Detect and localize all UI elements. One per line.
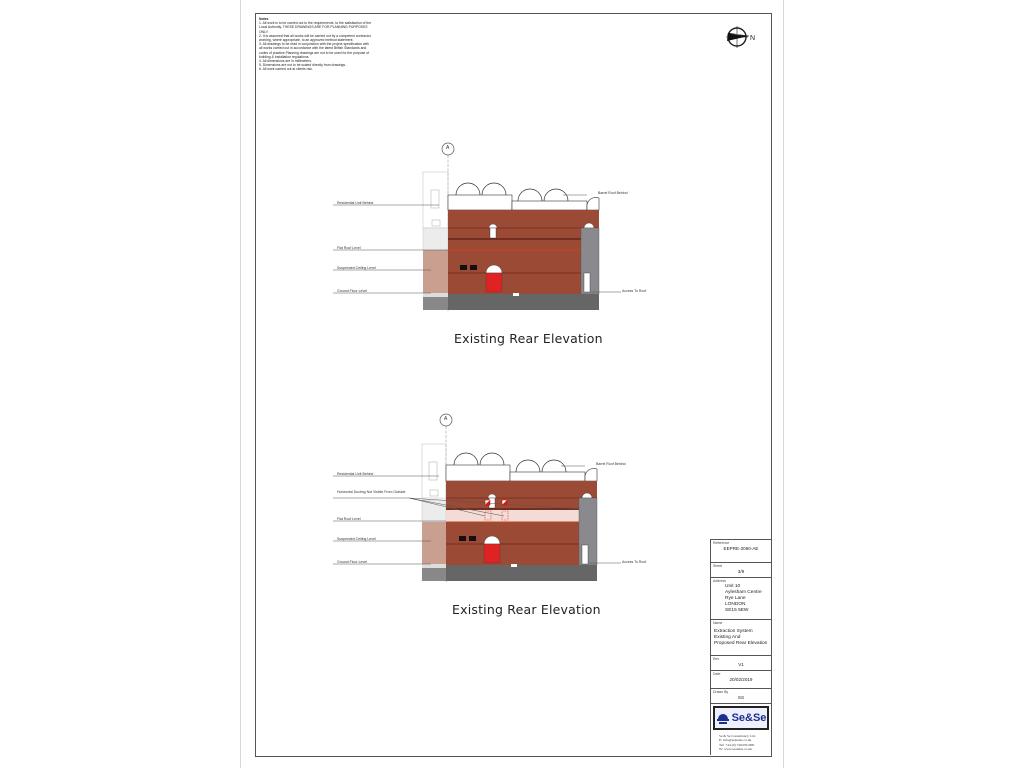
address-caption: Address xyxy=(713,579,726,583)
label-residential-unit: Residential Unit Behind xyxy=(337,201,374,205)
note-line: all works carried out in accordance with… xyxy=(259,46,367,51)
grid-marker-label: A xyxy=(444,416,448,422)
north-arrow-compass-icon: N xyxy=(723,22,763,52)
label-horizontal-ducting: Horizontal Ducting Not Visible From Outs… xyxy=(337,490,406,494)
label-suspended-ceiling: Suspended Ceiling Level xyxy=(337,266,376,270)
reference-caption: Reference xyxy=(713,541,730,545)
label-flat-roof-level: Flat Roof Level xyxy=(337,517,361,521)
note-line: 2. It is assumed that all works will be … xyxy=(259,33,371,38)
drawn-by-value: SS xyxy=(737,695,745,700)
contact-line: E: info@seandse.co.uk xyxy=(719,738,752,743)
date-value: 20/02/2019 xyxy=(729,677,753,682)
note-line: building & installation regulations. xyxy=(259,54,310,59)
sheet-value: 3/9 xyxy=(737,569,745,574)
contact-line: W: www.seandse.co.uk xyxy=(719,747,752,752)
drawn-by-cell: Drawn By SS xyxy=(711,689,771,704)
address-cell: Address Unit 10 Aylesham Centre Rye Lane… xyxy=(711,578,771,620)
label-ground-floor: Ground Floor Level xyxy=(337,560,367,564)
address-line: Unit 10 xyxy=(725,584,741,589)
note-line: 1. All work is to be carried out to the … xyxy=(259,21,372,26)
company-logo: Se&Se xyxy=(713,706,769,730)
contact-block: Se & Se Consultancy Ltd. E: info@seandse… xyxy=(711,732,771,754)
drawing-frame xyxy=(255,13,772,757)
note-line: 3. All drawings to be read in conjunctio… xyxy=(259,42,370,47)
rev-cell: Rev V1 xyxy=(711,656,771,671)
hard-hat-icon xyxy=(716,714,729,724)
date-cell: Date 20/02/2019 xyxy=(711,671,771,689)
label-ground-floor: Ground Floor Level xyxy=(337,289,367,293)
north-label: N xyxy=(750,35,755,42)
date-caption: Date xyxy=(713,672,721,676)
elevation-1: Residential Unit Behind Flat Roof Level … xyxy=(241,0,783,360)
drawn-by-caption: Drawn By xyxy=(713,690,729,694)
contact-line: Se & Se Consultancy Ltd. xyxy=(719,734,756,738)
rev-caption: Rev xyxy=(713,657,720,661)
logo-text: Se&Se xyxy=(731,712,767,724)
rev-value: V1 xyxy=(738,662,744,667)
sheet-caption: Sheet xyxy=(713,564,723,568)
elevation-title: Existing Rear Elevation xyxy=(454,331,603,346)
contact-line: Tel: +44 (0) 7494761000 xyxy=(719,742,755,747)
label-suspended-ceiling: Suspended Ceiling Level xyxy=(337,537,376,541)
notes-block: Notes 1. All work is to be carried out t… xyxy=(259,17,377,72)
note-line: working, where appropriate, to an approv… xyxy=(259,38,354,43)
note-line: Local Authority. THESE DRAWINGS ARE FOR … xyxy=(259,25,368,34)
name-line: Proposed Rear Elevation xyxy=(714,641,768,646)
label-access-to-roof: Access To Roof xyxy=(622,560,647,564)
grid-marker-label: A xyxy=(446,145,450,151)
title-block: Reference EEPRE-2060-AE Sheet 3/9 Addres… xyxy=(710,539,771,755)
drawing-sheet: Notes 1. All work is to be carried out t… xyxy=(240,0,784,768)
address-line: LONDON xyxy=(725,602,746,607)
notes-heading: Notes xyxy=(259,17,269,21)
note-line: 5. Dimensions are not to be scaled direc… xyxy=(259,63,347,68)
label-residential-unit: Residential Unit Behind xyxy=(337,472,374,476)
address-line: Aylesham Centre xyxy=(725,590,762,595)
label-flat-roof-level: Flat Roof Level xyxy=(337,246,361,250)
reference-value: EEPRE-2060-AE xyxy=(723,546,759,551)
name-line: Extraction System xyxy=(714,629,753,634)
address-line: SE15 5EW xyxy=(725,608,749,613)
elevation-2: Residential Unit Behind Horizontal Ducti… xyxy=(241,0,783,630)
sheet-cell: Sheet 3/9 xyxy=(711,563,771,578)
note-line: 4. All dimensions are in millimeters. xyxy=(259,59,312,64)
name-cell: Name Extraction System Existing And Prop… xyxy=(711,620,771,656)
elevation-title: Existing Rear Elevation xyxy=(452,602,601,617)
note-line: codes of practice.Planning drawings are … xyxy=(259,50,370,55)
address-line: Rye Lane xyxy=(725,596,746,601)
label-barrel-roof: Barrel Roof Behind xyxy=(596,462,626,466)
name-line: Existing And xyxy=(714,635,741,640)
label-access-to-roof: Access To Roof xyxy=(622,289,647,293)
reference-cell: Reference EEPRE-2060-AE xyxy=(711,539,771,563)
label-barrel-roof: Barrel Roof Behind xyxy=(598,191,628,195)
note-line: 6. All work carried out at clients risk. xyxy=(259,67,313,72)
name-caption: Name xyxy=(713,621,723,625)
